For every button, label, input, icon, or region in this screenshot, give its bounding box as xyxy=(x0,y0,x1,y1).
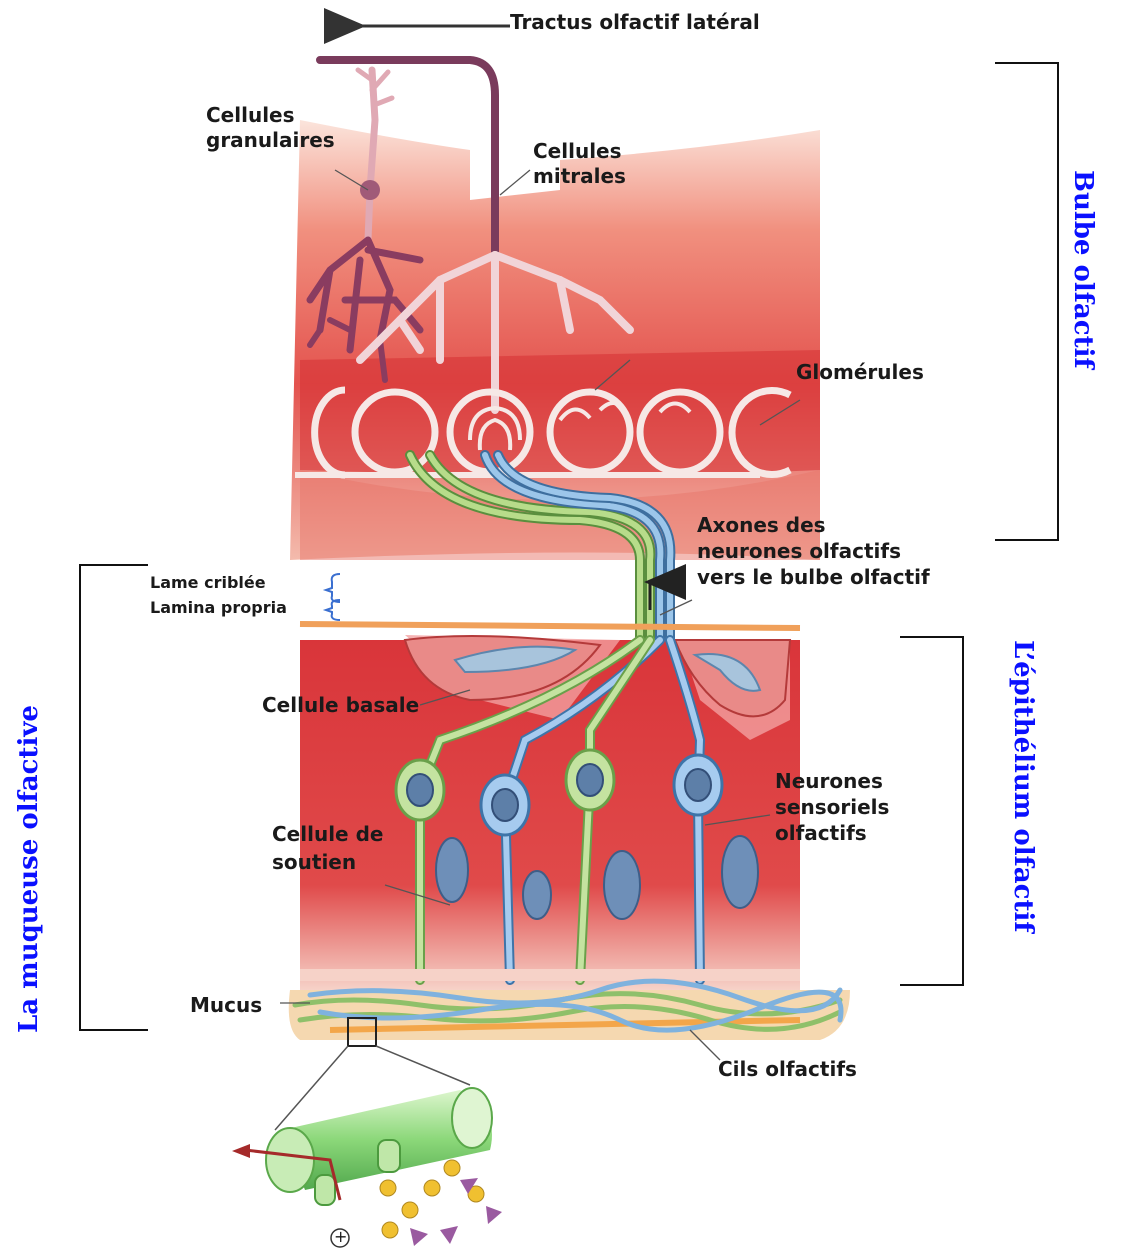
label-axones: Axones des neurones olfactifs vers le bu… xyxy=(697,512,930,590)
label-neurones-sensoriels: Neurones sensoriels olfactifs xyxy=(775,768,889,846)
cilium-zoom xyxy=(232,1088,502,1247)
label-glomerules: Glomérules xyxy=(796,360,924,385)
label-cellules-mitrales: Cellules mitrales xyxy=(533,139,626,189)
lamina-propria-line xyxy=(300,624,800,628)
label-cils-olfactifs: Cils olfactifs xyxy=(718,1057,857,1082)
label-lamina-propria: Lamina propria xyxy=(150,598,287,618)
bracket-bulbe xyxy=(995,63,1058,540)
zoom-line-right xyxy=(376,1046,470,1085)
label-mucus: Mucus xyxy=(190,993,262,1018)
region-bulbe-olfactif: Bulbe olfactif xyxy=(1068,170,1098,369)
region-muqueuse-olfactive: La muqueuse olfactive xyxy=(14,705,44,1033)
bracket-epithelium xyxy=(900,637,963,985)
label-plus: + xyxy=(334,1227,347,1247)
zoom-line-left xyxy=(275,1046,348,1130)
lamina-braces xyxy=(326,574,340,620)
label-cellule-soutien: Cellule de soutien xyxy=(272,820,383,876)
bracket-muqueuse xyxy=(80,565,148,1030)
label-lame-criblee: Lame criblée xyxy=(150,573,266,593)
label-cellules-granulaires: Cellules granulaires xyxy=(206,103,335,153)
region-epithelium-olfactif: L’épithélium olfactif xyxy=(1008,640,1038,933)
label-cellule-basale: Cellule basale xyxy=(262,693,419,718)
label-tractus: Tractus olfactif latéral xyxy=(510,10,760,35)
